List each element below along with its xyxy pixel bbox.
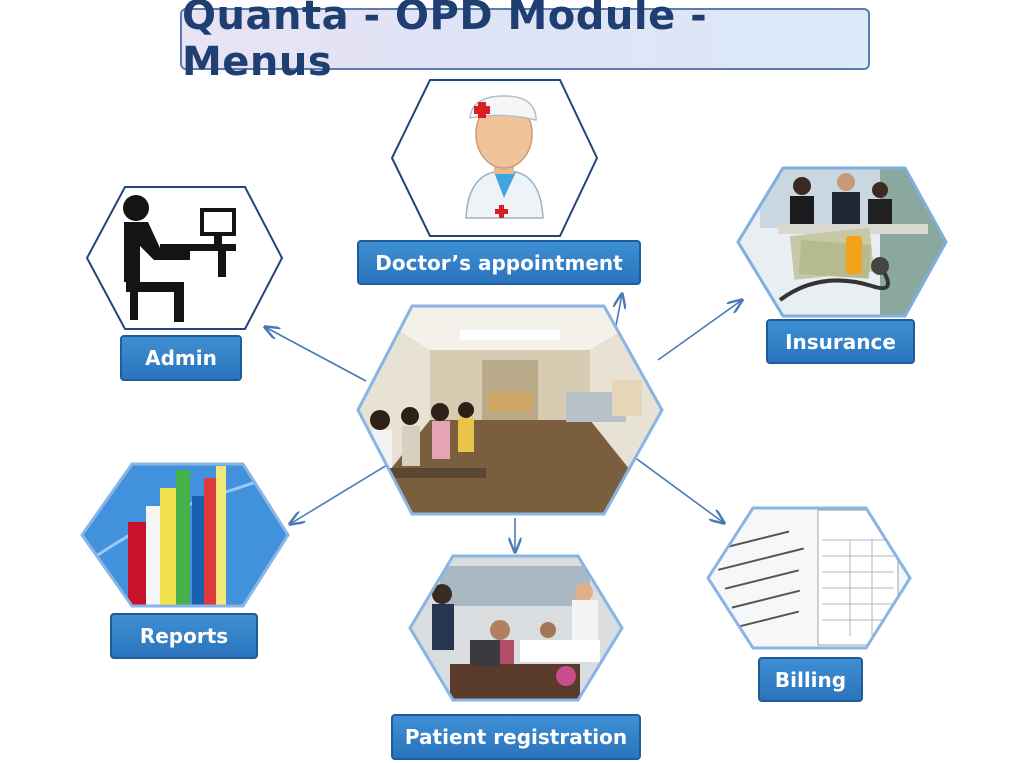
arrow-to-reports <box>290 461 393 524</box>
insurance-node[interactable] <box>736 166 948 318</box>
doctor-icon <box>465 95 544 219</box>
billing-button[interactable]: Billing <box>758 657 863 702</box>
arrow-to-insurance <box>657 300 742 361</box>
doctor-node[interactable] <box>390 79 599 237</box>
patient-registration-button[interactable]: Patient registration <box>391 714 641 760</box>
admin-computer-user-icon <box>123 195 236 322</box>
billing-invoice-icon <box>708 508 910 648</box>
hospital-waiting-room-icon <box>358 306 662 514</box>
arrow-to-billing <box>629 453 724 523</box>
patient-registration-icon <box>410 556 622 700</box>
arrow-to-admin <box>265 327 367 382</box>
insurance-button[interactable]: Insurance <box>766 319 915 364</box>
admin-node[interactable] <box>85 186 284 330</box>
doctors-appointment-button[interactable]: Doctor’s appointment <box>357 240 641 285</box>
bar-chart-icon <box>82 464 288 606</box>
reports-node[interactable] <box>80 460 290 610</box>
connector-arrows <box>265 294 742 552</box>
insurance-meeting-icon <box>738 168 946 316</box>
center-node <box>356 304 664 516</box>
patient-node[interactable] <box>405 550 627 705</box>
billing-node[interactable] <box>700 500 915 655</box>
admin-button[interactable]: Admin <box>120 335 242 381</box>
reports-button[interactable]: Reports <box>110 613 258 659</box>
